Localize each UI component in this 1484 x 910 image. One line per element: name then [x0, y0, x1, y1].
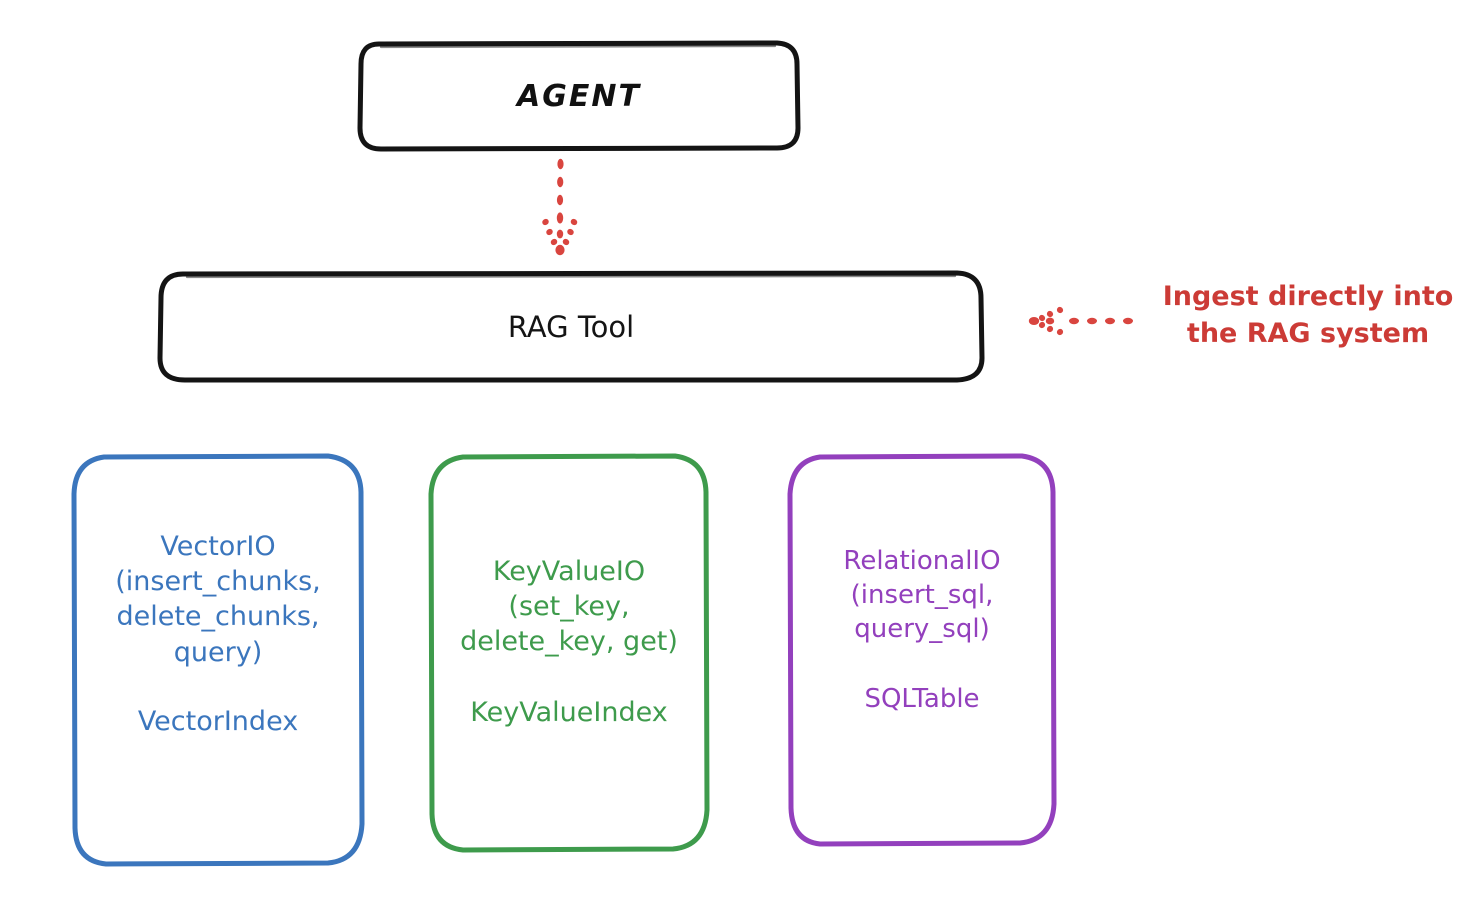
relational-io-node[interactable]: RelationalIO (insert_sql, query_sql) SQL…: [786, 452, 1058, 848]
relational-io-index: SQLTable: [864, 683, 980, 714]
key-value-io-title: KeyValueIO (set_key, delete_key, get): [460, 555, 678, 657]
agent-to-rag-tool-arrow: [542, 158, 578, 256]
relational-io-title: RelationalIO (insert_sql, query_sql): [843, 546, 1001, 644]
ingest-arrow: [1028, 306, 1133, 336]
key-value-io-node[interactable]: KeyValueIO (set_key, delete_key, get) Ke…: [427, 452, 711, 854]
agent-label: AGENT: [517, 78, 641, 114]
rag-tool-label: RAG Tool: [507, 309, 635, 344]
vector-io-title: VectorIO (insert_chunks, delete_chunks, …: [115, 531, 321, 668]
key-value-io-index: KeyValueIndex: [470, 697, 668, 729]
vector-io-index: VectorIndex: [137, 705, 299, 737]
agent-node[interactable]: AGENT: [357, 40, 801, 152]
rag-tool-node[interactable]: RAG Tool: [157, 270, 985, 383]
ingest-annotation-text: Ingest directly into the RAG system: [1162, 281, 1454, 350]
vector-io-node[interactable]: VectorIO (insert_chunks, delete_chunks, …: [70, 452, 366, 868]
